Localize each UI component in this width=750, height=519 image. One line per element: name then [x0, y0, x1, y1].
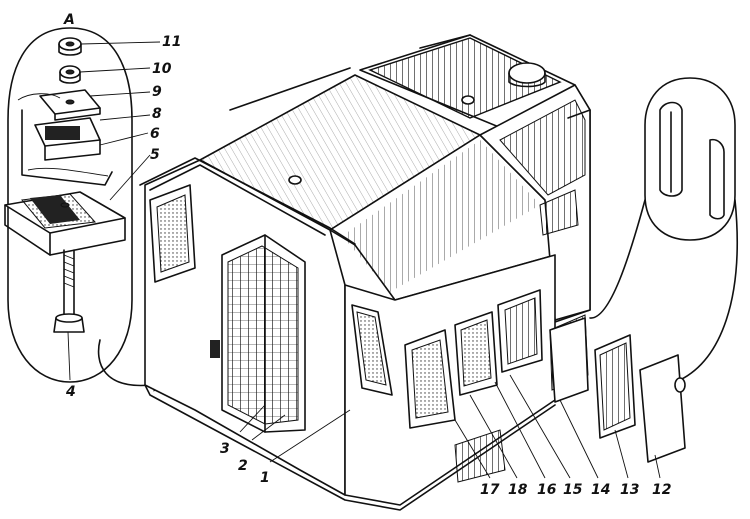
callout-1: 1	[260, 470, 270, 486]
callout-9: 9	[152, 84, 162, 100]
bolt-4	[53, 249, 85, 333]
callout-5: 5	[150, 147, 160, 163]
callout-10: 10	[152, 61, 172, 77]
callout-16: 16	[537, 482, 557, 498]
callout-2: 2	[238, 458, 248, 474]
loose-panels	[549, 317, 686, 463]
door-grille	[210, 234, 306, 433]
callout-11: 11	[162, 34, 181, 50]
nut-11	[58, 37, 82, 56]
detail-a-fastening	[4, 27, 169, 392]
callout-14: 14	[591, 482, 610, 498]
callout-A: A	[63, 12, 75, 28]
callout-3: 3	[220, 441, 230, 457]
callout-13: 13	[620, 482, 639, 498]
callout-6: 6	[150, 126, 160, 142]
callout-labels: A 11 10 9 8 6 5 4 3 2 1 17 18 16 15 14 1…	[63, 12, 671, 498]
callout-18: 18	[508, 482, 528, 498]
cab-body	[139, 34, 591, 511]
callout-4: 4	[65, 384, 76, 400]
bracket-8	[17, 93, 113, 186]
washer-10	[59, 65, 81, 84]
windshield	[404, 289, 543, 429]
leader-lines	[239, 374, 661, 479]
block-6	[4, 191, 126, 256]
callout-12: 12	[652, 482, 671, 498]
callout-8: 8	[152, 106, 162, 122]
callout-15: 15	[563, 482, 583, 498]
callout-17: 17	[480, 482, 500, 498]
detail-seal	[589, 77, 738, 381]
